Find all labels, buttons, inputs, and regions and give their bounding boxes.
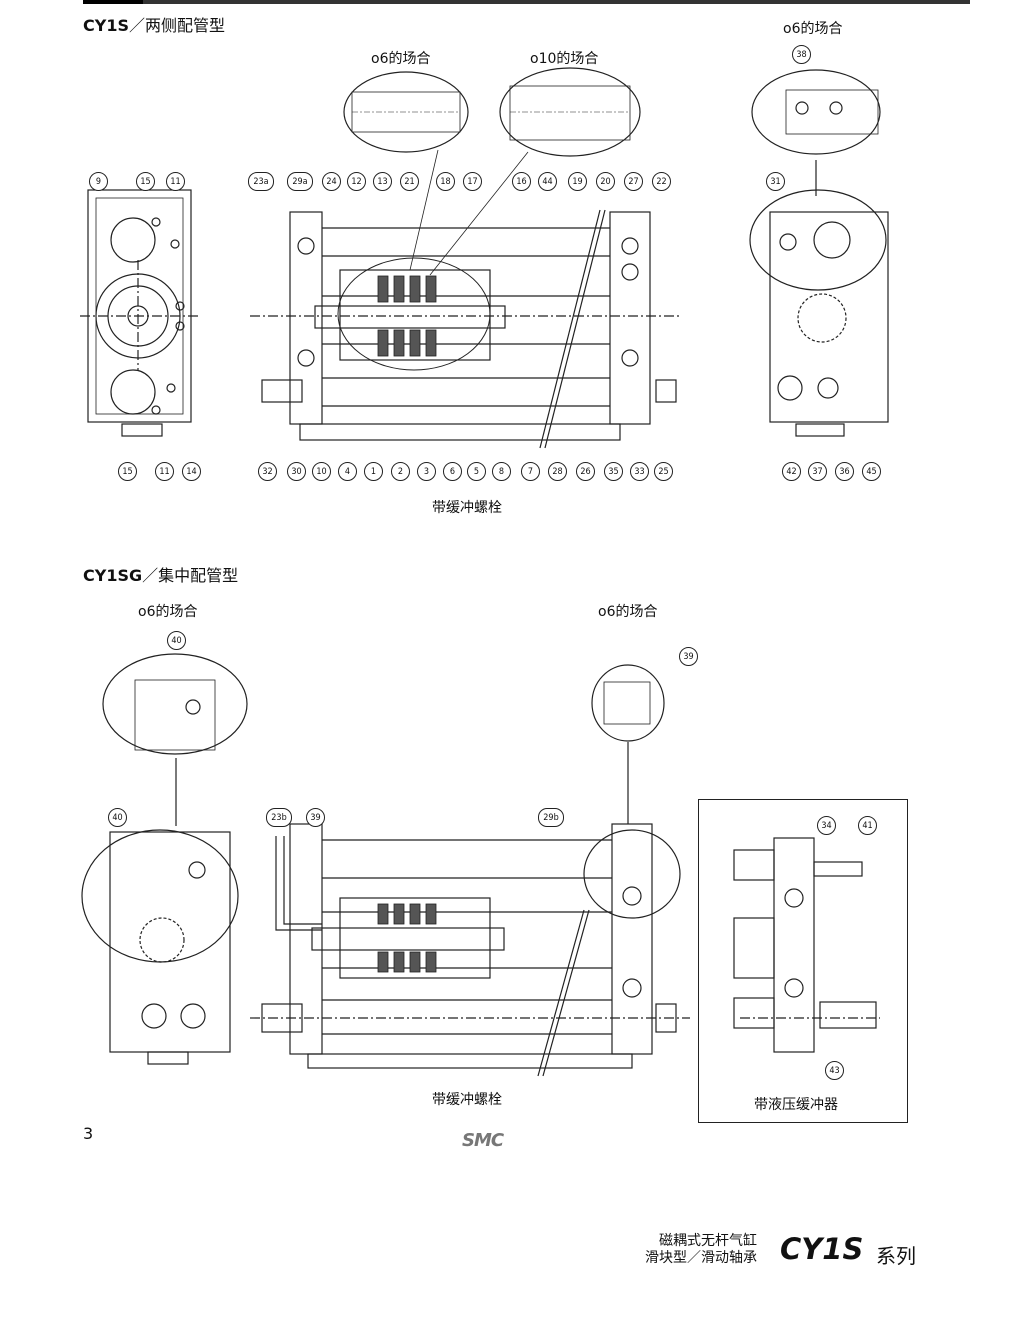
callout-25: 25 (654, 462, 673, 481)
callout-42: 42 (782, 462, 801, 481)
sg-detail-left (102, 653, 248, 826)
callout-8: 8 (492, 462, 511, 481)
callout-37: 37 (808, 462, 827, 481)
callout-40-detail: 40 (167, 631, 186, 650)
callout-23b: 23b (266, 808, 292, 827)
callout-2: 2 (391, 462, 410, 481)
callout-34: 34 (817, 816, 836, 835)
section2-model: CY1SG (83, 566, 143, 585)
callout-23a: 23a (248, 172, 274, 191)
callout-12: 12 (347, 172, 366, 191)
callout-45: 45 (862, 462, 881, 481)
end-view-left (80, 189, 200, 437)
section1-model: CY1S (83, 16, 129, 35)
callout-4: 4 (338, 462, 357, 481)
detail-right-top (751, 69, 881, 196)
callout-21: 21 (400, 172, 419, 191)
callout-15-bottom: 15 (118, 462, 137, 481)
callout-30: 30 (287, 462, 306, 481)
callout-24: 24 (322, 172, 341, 191)
footer-line1: 磁耦式无杆气缸 (659, 1233, 757, 1249)
callout-6: 6 (443, 462, 462, 481)
detail-right-bottom (749, 189, 889, 437)
section1-title: CY1S／两侧配管型 (83, 16, 226, 35)
detail-ellipse-phi10 (429, 67, 641, 276)
caption-shock-absorber: 带液压缓冲器 (754, 1097, 838, 1113)
section2-title: CY1SG／集中配管型 (83, 566, 239, 585)
sg-end-view (81, 829, 239, 1065)
callout-3: 3 (417, 462, 436, 481)
detail-label-phi10: ο10的场合 (530, 51, 599, 67)
page-number: 3 (83, 1124, 94, 1143)
detail-label-phi6-sg-right: ο6的场合 (598, 604, 658, 620)
caption-cushion-bolt-1: 带缓冲螺栓 (432, 500, 502, 516)
callout-36: 36 (835, 462, 854, 481)
shock-absorber-view (733, 837, 880, 1053)
callout-18: 18 (436, 172, 455, 191)
detail-label-phi6: ο6的场合 (371, 51, 431, 67)
callout-20: 20 (596, 172, 615, 191)
section2-subtitle: 集中配管型 (158, 566, 239, 585)
callout-31: 31 (766, 172, 785, 191)
sg-main-view (250, 823, 690, 1077)
callout-43: 43 (825, 1061, 844, 1080)
callout-9: 9 (89, 172, 108, 191)
callout-22: 22 (652, 172, 671, 191)
top-rule (83, 0, 970, 4)
section1-subtitle: 两侧配管型 (145, 16, 226, 35)
caption-cushion-bolt-2: 带缓冲螺栓 (432, 1092, 502, 1108)
callout-7: 7 (521, 462, 540, 481)
footer-description: 磁耦式无杆气缸 滑块型／滑动轴承 (645, 1233, 757, 1267)
callout-14: 14 (182, 462, 201, 481)
callout-1: 1 (364, 462, 383, 481)
callout-13: 13 (373, 172, 392, 191)
callout-38: 38 (792, 45, 811, 64)
detail-label-phi6-right: ο6的场合 (783, 21, 843, 37)
shock-absorber-frame (698, 799, 908, 1123)
callout-28: 28 (548, 462, 567, 481)
callout-27: 27 (624, 172, 643, 191)
callout-29a: 29a (287, 172, 313, 191)
callout-44: 44 (538, 172, 557, 191)
callout-40: 40 (108, 808, 127, 827)
callout-26: 26 (576, 462, 595, 481)
callout-16: 16 (512, 172, 531, 191)
footer-line2: 滑块型／滑动轴承 (645, 1250, 757, 1266)
top-rule-accent (83, 0, 143, 4)
detail-label-phi6-sg-left: ο6的场合 (138, 604, 198, 620)
callout-10: 10 (312, 462, 331, 481)
footer-series: 系列 (876, 1244, 916, 1268)
callout-33: 33 (630, 462, 649, 481)
footer-model: CY1S (780, 1232, 864, 1266)
smc-logo: SMC (462, 1130, 504, 1151)
callout-39-detail: 39 (679, 647, 698, 666)
detail-ellipse-phi6 (343, 71, 469, 271)
callout-11-bottom: 11 (155, 462, 174, 481)
sg-detail-right (591, 664, 665, 824)
callout-32: 32 (258, 462, 277, 481)
callout-5: 5 (467, 462, 486, 481)
callout-41: 41 (858, 816, 877, 835)
main-section-view (250, 209, 680, 449)
callout-11: 11 (166, 172, 185, 191)
callout-39: 39 (306, 808, 325, 827)
callout-17: 17 (463, 172, 482, 191)
callout-35: 35 (604, 462, 623, 481)
callout-19: 19 (568, 172, 587, 191)
callout-29b: 29b (538, 808, 564, 827)
callout-15: 15 (136, 172, 155, 191)
